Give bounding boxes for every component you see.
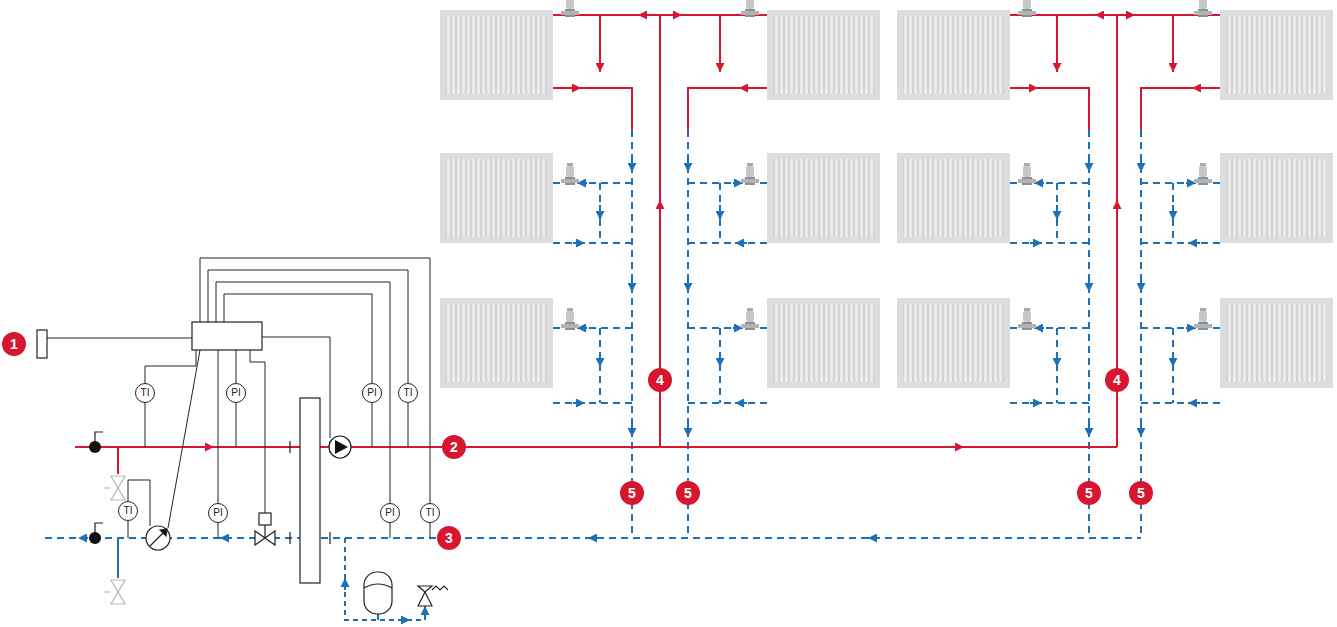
callout-number: 4: [1113, 373, 1121, 387]
illustration-part: [200, 446, 214, 448]
callout-badge: 5: [1129, 481, 1153, 505]
callout-number: 5: [1085, 486, 1093, 500]
callout-badge: 5: [676, 481, 700, 505]
return-main: [45, 538, 1141, 620]
illustration-part: [364, 572, 392, 614]
instrument-code: PI: [385, 508, 394, 518]
instrument-code: TI: [404, 388, 413, 398]
illustration-part: [335, 440, 348, 454]
illustration-part: [111, 580, 125, 604]
illustration-part: [37, 330, 47, 358]
illustration-part: [1113, 0, 1333, 538]
illustration-part: [208, 270, 408, 383]
illustration-part: [440, 0, 660, 538]
illustration-part: [117, 447, 119, 474]
callout-number: 3: [445, 531, 453, 545]
illustration-part: [200, 258, 430, 503]
illustration-part: [400, 619, 410, 621]
illustration-part: [218, 350, 219, 503]
illustration-part: [104, 591, 110, 592]
illustration-part: [117, 538, 119, 578]
control-wiring: [47, 258, 430, 538]
illustration-part: [236, 350, 237, 383]
temperature-indicator: TI: [135, 383, 155, 403]
illustration-part: [78, 537, 90, 539]
illustration-part: [264, 525, 265, 538]
pressure-indicator: PI: [380, 503, 400, 523]
illustration-part: [89, 532, 101, 544]
illustration-part: [950, 446, 964, 448]
illustration-part: [75, 446, 1117, 448]
plant-symbols: [37, 322, 448, 614]
pressure-indicator: PI: [208, 503, 228, 523]
illustration-part: [418, 586, 432, 592]
illustration-part: [224, 294, 372, 383]
illustration-part: [660, 0, 880, 538]
illustration-part: [145, 350, 196, 383]
illustration-part: [418, 592, 432, 606]
callout-badge: 5: [620, 481, 644, 505]
callout-number: 5: [628, 486, 636, 500]
instrument-code: TI: [426, 508, 435, 518]
illustration-part: [146, 526, 170, 550]
illustration-part: [128, 521, 430, 538]
supply-main: [75, 15, 1117, 474]
instrument-code: PI: [213, 508, 222, 518]
illustration-part: [868, 537, 880, 539]
illustration-part: [588, 537, 600, 539]
illustration-part: [220, 537, 232, 539]
illustration-part: [897, 0, 1117, 538]
illustration-part: [192, 322, 262, 350]
radiator-group: [440, 0, 1333, 538]
temperature-indicator: TI: [118, 501, 138, 521]
illustration-part: [104, 487, 110, 488]
callout-badge: 4: [1105, 368, 1129, 392]
illustration-part: [432, 586, 448, 590]
callout-number: 5: [684, 486, 692, 500]
callout-number: 4: [656, 373, 664, 387]
illustration-part: [345, 538, 425, 620]
temperature-indicator: TI: [398, 383, 418, 403]
illustration-part: [377, 614, 379, 620]
illustration-part: [300, 398, 320, 583]
illustration-part: [111, 476, 125, 500]
illustration-part: [659, 200, 661, 215]
illustration-part: [168, 350, 200, 528]
instrument-code: TI: [124, 506, 133, 516]
pressure-indicator: PI: [226, 383, 246, 403]
illustration-part: [250, 350, 265, 513]
callout-badge: 4: [648, 368, 672, 392]
illustration-part: [259, 513, 271, 525]
illustration-part: [290, 441, 330, 544]
illustration-part: [216, 282, 390, 503]
illustration-part: [364, 584, 392, 588]
illustration-part: [145, 403, 408, 447]
callout-number: 5: [1137, 486, 1145, 500]
illustration-part: [424, 606, 426, 612]
callout-badge: 5: [1077, 481, 1101, 505]
illustration-part: [47, 338, 192, 339]
pressure-indicator: PI: [362, 383, 382, 403]
callout-badge: 2: [442, 435, 466, 459]
illustration-part: [262, 337, 330, 438]
instrument-code: PI: [231, 388, 240, 398]
illustration-part: [45, 537, 1141, 539]
instrument-code: TI: [141, 388, 150, 398]
callout-number: 2: [450, 440, 458, 454]
callout-number: 1: [10, 337, 18, 351]
callout-badge: 3: [437, 526, 461, 550]
temperature-indicator: TI: [420, 503, 440, 523]
illustration-part: [329, 436, 351, 458]
callout-badge: 1: [2, 332, 26, 356]
illustration-part: [344, 578, 346, 590]
illustration-part: [160, 529, 167, 536]
illustration-part: [89, 441, 101, 453]
illustration-part: [1116, 200, 1118, 215]
instrument-code: PI: [367, 388, 376, 398]
